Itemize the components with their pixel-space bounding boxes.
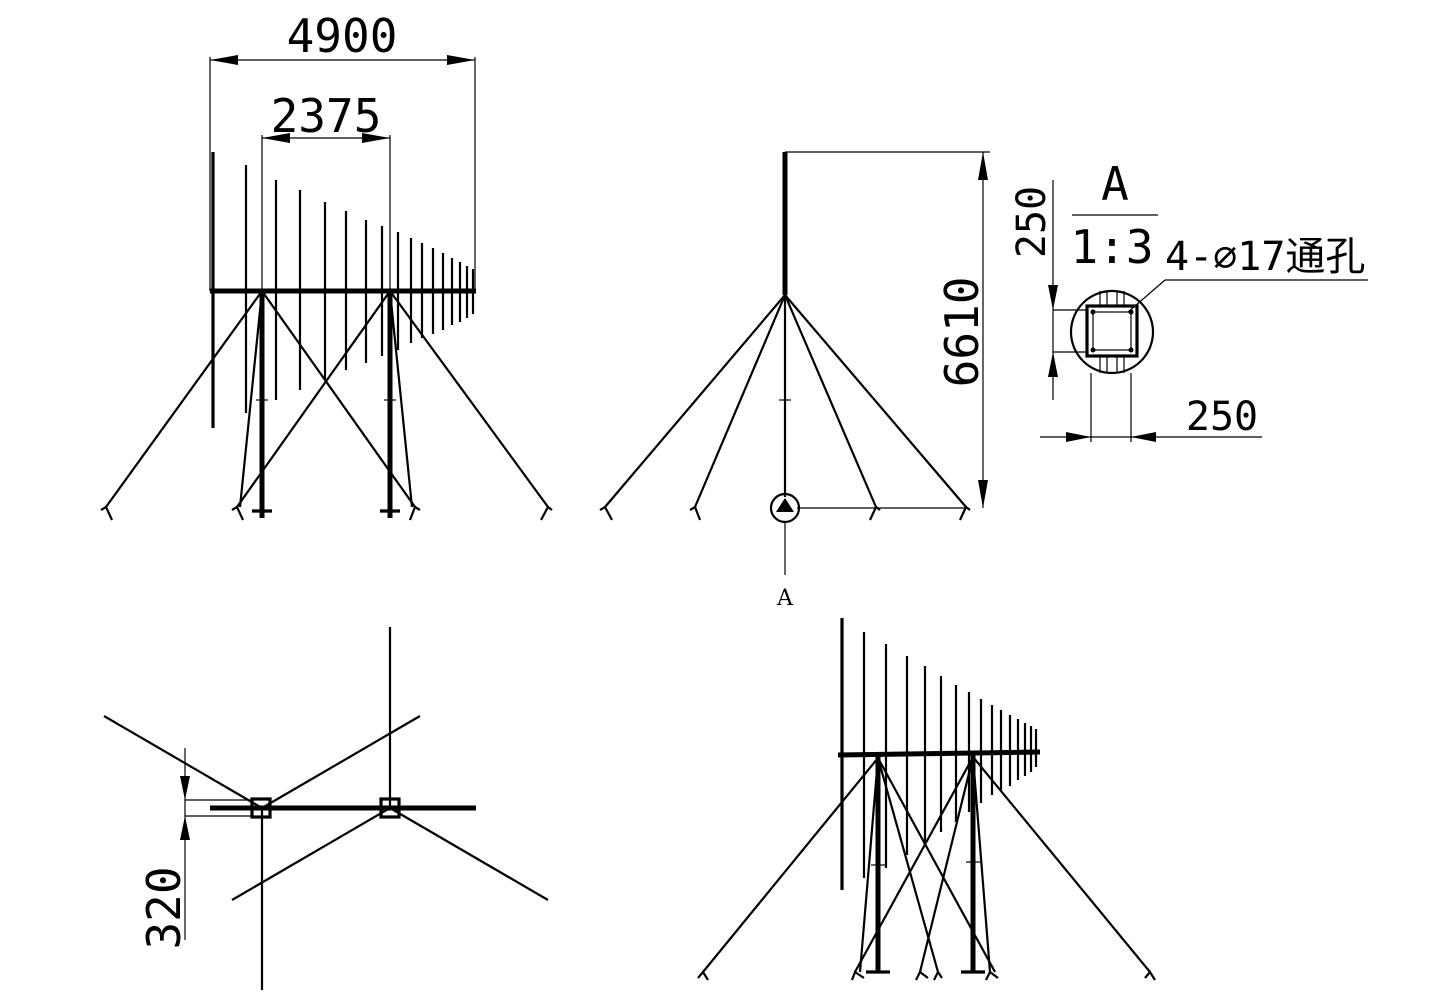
- tripod-legs: [100, 290, 553, 521]
- bolt-hole: [1090, 309, 1096, 315]
- plan-hub-left: [250, 797, 272, 819]
- dim-label-2375: 2375: [271, 89, 382, 143]
- isometric-view: [697, 618, 1156, 981]
- side-elevation-view: A 6610: [599, 151, 990, 611]
- dimension-detail-width: 250: [1040, 373, 1262, 442]
- dimension-overall-length: 4900: [209, 9, 476, 291]
- dimension-plan-offset: 320: [137, 748, 252, 950]
- iso-boom: [837, 749, 1041, 758]
- detail-holes-note: 4-∅17通孔: [1165, 234, 1365, 280]
- dim-label-320: 320: [137, 866, 191, 949]
- section-marker-a: A: [776, 586, 794, 611]
- dimension-detail-height: 250: [1009, 180, 1087, 400]
- flange-circle: [1069, 289, 1155, 375]
- dim-label-250-horizontal: 250: [1186, 394, 1258, 440]
- plan-hub-right: [379, 797, 401, 819]
- dim-label-4900: 4900: [287, 9, 398, 63]
- base-plate: [1085, 304, 1139, 358]
- dimension-support-spacing: 2375: [261, 89, 391, 291]
- antenna-elements: [211, 152, 475, 428]
- dim-label-250-vertical: 250: [1009, 186, 1055, 258]
- bolt-hole: [1128, 347, 1134, 353]
- dim-label-6610: 6610: [935, 277, 989, 388]
- detail-a-view: A 1:3 4-∅17通孔 250: [1009, 157, 1368, 442]
- iso-tripod-legs: [697, 756, 1156, 981]
- bolt-hole: [1128, 309, 1134, 315]
- front-elevation-view: 4900 2375: [100, 9, 553, 521]
- bolt-hole: [1090, 347, 1096, 353]
- plan-view: 320: [103, 627, 549, 990]
- side-tripod-legs: [599, 294, 971, 521]
- detail-section-label: A: [1101, 157, 1129, 211]
- dimension-total-height: 6610: [785, 151, 990, 508]
- detail-scale: 1:3: [1070, 220, 1153, 274]
